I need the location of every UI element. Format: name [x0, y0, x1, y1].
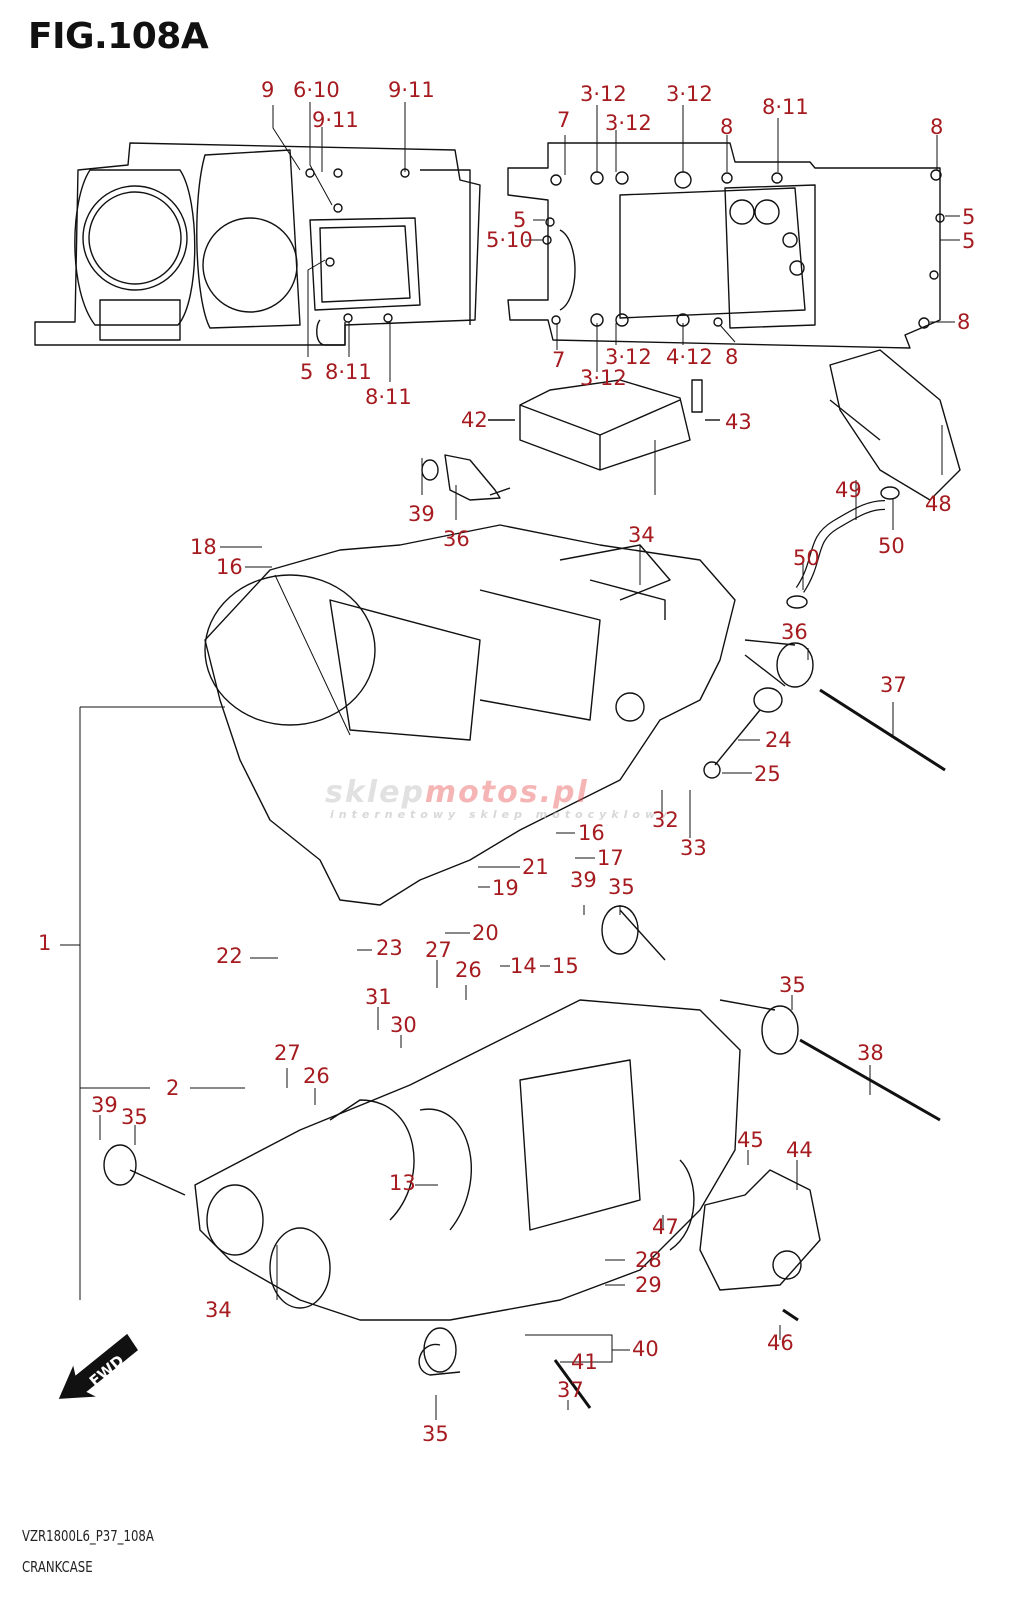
- leader-lines: [272, 102, 960, 382]
- callout-label: 47: [652, 1215, 679, 1239]
- callout-label: 8: [725, 345, 739, 369]
- callout-label: 5: [962, 229, 976, 253]
- callout-label: 50: [878, 534, 905, 558]
- callout-label: 13: [389, 1171, 416, 1195]
- callout-label: 35: [422, 1422, 449, 1446]
- section-name: CRANKCASE: [22, 1558, 93, 1576]
- callout-label: 16: [216, 555, 243, 579]
- callout-label: 4·12: [666, 345, 713, 369]
- watermark-tagline: internetowy sklep motocyklowy: [330, 808, 673, 821]
- callout-label: 3·12: [605, 111, 652, 135]
- callout-label: 9·11: [312, 108, 359, 132]
- callout-label: 5: [513, 208, 527, 232]
- callout-label: 35: [608, 875, 635, 899]
- callout-label: 36: [443, 527, 470, 551]
- callout-label: 32: [652, 808, 679, 832]
- callout-label: 5: [300, 360, 314, 384]
- callout-label: 22: [216, 944, 243, 968]
- callout-label: 14: [510, 954, 537, 978]
- watermark-logo: sklepmotos.pl: [325, 775, 589, 810]
- lower-crankcase-top-view: [507, 142, 945, 349]
- callout-label: 9: [261, 78, 275, 102]
- callout-label: 23: [376, 936, 403, 960]
- callout-label: 1: [38, 931, 52, 955]
- callout-label: 18: [190, 535, 217, 559]
- callout-label: 33: [680, 836, 707, 860]
- callout-label: 46: [767, 1331, 794, 1355]
- callout-label: 8·11: [325, 360, 372, 384]
- callout-label: 8: [957, 310, 971, 334]
- callout-label: 3·12: [580, 82, 627, 106]
- callout-label: 3·12: [666, 82, 713, 106]
- callout-label: 27: [274, 1041, 301, 1065]
- callout-label: 17: [597, 846, 624, 870]
- callout-label: 8: [720, 115, 734, 139]
- callout-label: 8·11: [365, 385, 412, 409]
- callout-label: 38: [857, 1041, 884, 1065]
- callout-label: 48: [925, 492, 952, 516]
- callout-label: 36: [781, 620, 808, 644]
- callout-label: 7: [557, 108, 571, 132]
- callout-label: 9·11: [388, 78, 435, 102]
- callout-label: 39: [570, 868, 597, 892]
- callout-label: 42: [461, 408, 488, 432]
- callout-label: 25: [754, 762, 781, 786]
- upper-crankcase-top-view: [34, 142, 481, 346]
- callout-label: 43: [725, 410, 752, 434]
- callout-label: 34: [628, 523, 655, 547]
- callout-label: 5: [962, 205, 976, 229]
- callout-label: 3·12: [605, 345, 652, 369]
- callout-label: 37: [880, 673, 907, 697]
- callout-label: 45: [737, 1128, 764, 1152]
- callout-label: 39: [91, 1093, 118, 1117]
- callout-label: 50: [793, 546, 820, 570]
- callout-label: 3·12: [580, 366, 627, 390]
- callout-label: 26: [303, 1064, 330, 1088]
- callout-label: 6·10: [293, 78, 340, 102]
- model-code: VZR1800L6_P37_108A: [22, 1527, 154, 1545]
- callout-label: 37: [557, 1378, 584, 1402]
- callout-label: 29: [635, 1273, 662, 1297]
- figure-title: FIG.108A: [28, 16, 209, 57]
- callout-label: 49: [835, 478, 862, 502]
- callout-label: 21: [522, 855, 549, 879]
- callout-label: 24: [765, 728, 792, 752]
- callout-label: 28: [635, 1248, 662, 1272]
- callout-label: 31: [365, 985, 392, 1009]
- callout-label: 8: [930, 115, 944, 139]
- forward-direction-arrow: FWD: [58, 1333, 139, 1399]
- callout-label: 34: [205, 1298, 232, 1322]
- callout-label: 35: [121, 1105, 148, 1129]
- callout-label: 40: [632, 1337, 659, 1361]
- callout-label: 41: [571, 1350, 598, 1374]
- callout-label: 2: [166, 1076, 180, 1100]
- callout-label: 35: [779, 973, 806, 997]
- callout-label: 15: [552, 954, 579, 978]
- callout-label: 16: [578, 821, 605, 845]
- callout-label: 30: [390, 1013, 417, 1037]
- callout-label: 20: [472, 921, 499, 945]
- callout-label: 5·10: [486, 228, 533, 252]
- callout-label: 7: [552, 348, 566, 372]
- callout-label: 27: [425, 938, 452, 962]
- callout-label: 8·11: [762, 95, 809, 119]
- callout-label: 26: [455, 958, 482, 982]
- callout-label: 19: [492, 876, 519, 900]
- callout-label: 39: [408, 502, 435, 526]
- callout-label: 44: [786, 1138, 813, 1162]
